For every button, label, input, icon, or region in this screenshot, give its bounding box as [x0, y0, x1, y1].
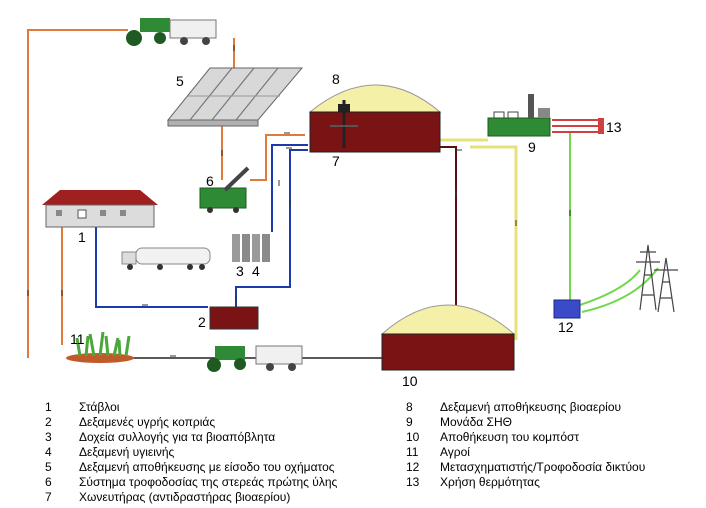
- label-num-1: 1: [78, 229, 86, 245]
- tractor-top: [126, 18, 217, 46]
- grid-line: [579, 269, 641, 306]
- label-num-6: 6: [206, 173, 214, 189]
- label-num-12: 12: [558, 319, 574, 335]
- chp-unit: [487, 94, 551, 137]
- label-num-8: 8: [332, 71, 340, 87]
- digester: [308, 84, 442, 153]
- biogas-line-2: [470, 145, 518, 340]
- label-num-3: 3: [236, 263, 244, 279]
- hygiene-to-digester-line: [271, 144, 308, 232]
- label-num-10: 10: [402, 373, 418, 389]
- compost-storage: [380, 304, 516, 371]
- label-num-5: 5: [176, 73, 184, 89]
- tractor-bottom: [207, 345, 303, 372]
- heat-line: [552, 119, 600, 133]
- solid-feeder: [199, 166, 250, 213]
- label-num-11: 11: [70, 331, 85, 347]
- label-num-2: 2: [198, 314, 206, 330]
- tanker-truck: [121, 247, 211, 270]
- field-crops: [66, 331, 134, 363]
- storage-troughs: [166, 67, 304, 127]
- digestate-line: [440, 146, 457, 338]
- label-num-9: 9: [528, 139, 536, 155]
- label-num-13: 13: [606, 119, 622, 135]
- stable: [42, 190, 158, 228]
- heat-outlet: [598, 118, 604, 134]
- collection-cylinders: [232, 234, 270, 262]
- feeder-to-digester-line: [250, 134, 305, 181]
- manure-tank: [209, 306, 259, 330]
- flow-arrows: [27, 45, 571, 357]
- label-num-7: 7: [332, 153, 340, 169]
- solid-feed-line: [27, 29, 128, 358]
- power-pylons: [636, 244, 678, 313]
- transformer: [553, 299, 581, 319]
- manure-line: [95, 222, 208, 308]
- grid-line-2: [581, 267, 659, 313]
- label-num-4: 4: [252, 263, 260, 279]
- tank-to-digester-line: [235, 149, 308, 307]
